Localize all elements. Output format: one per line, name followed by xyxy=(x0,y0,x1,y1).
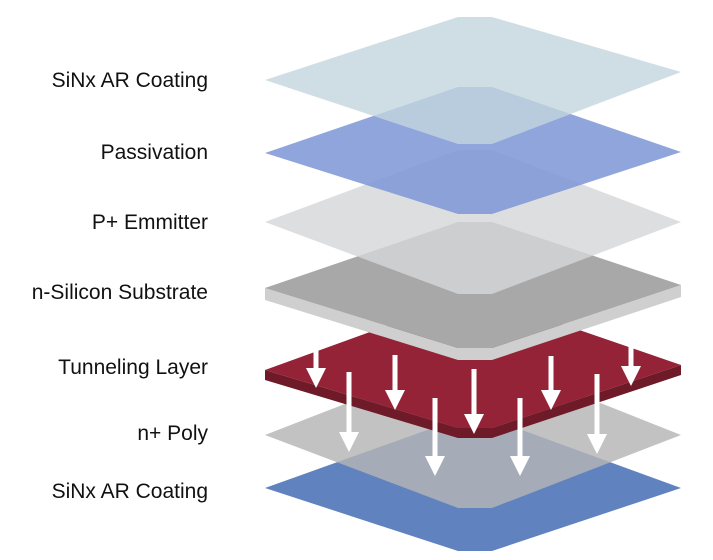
current-flow-arrows xyxy=(306,340,641,476)
label-n-silicon-substrate: n-Silicon Substrate xyxy=(31,281,208,304)
label-n-poly: n+ Poly xyxy=(137,422,208,445)
layer-sinx-ar-coating-top xyxy=(265,17,681,144)
layer-passivation xyxy=(265,87,681,214)
label-tunneling-layer: Tunneling Layer xyxy=(58,356,208,379)
label-passivation: Passivation xyxy=(100,141,208,164)
label-sinx-ar-coating-bottom: SiNx AR Coating xyxy=(51,480,208,503)
label-sinx-ar-coating-top: SiNx AR Coating xyxy=(51,69,208,92)
label-p-emitter: P+ Emmitter xyxy=(91,211,208,234)
